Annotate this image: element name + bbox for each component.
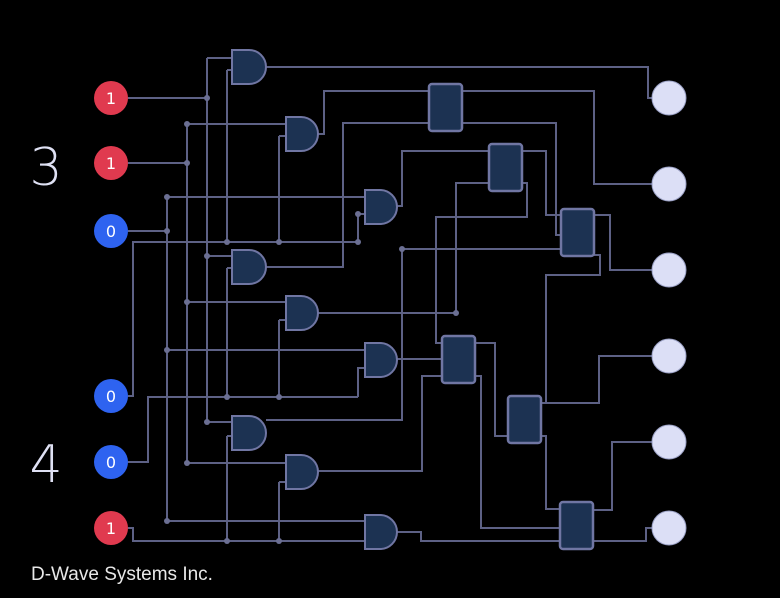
wire [318, 375, 443, 472]
junction-dot [355, 211, 361, 217]
and-gate [285, 116, 319, 152]
wire [397, 531, 562, 542]
output-bit-node[interactable] [651, 252, 687, 288]
and-gate [285, 295, 319, 331]
adder-block [559, 207, 596, 258]
input-bit-value: 1 [106, 519, 116, 538]
wires [128, 57, 654, 542]
junction-dots [164, 95, 459, 544]
wire [186, 123, 286, 464]
junction-dot [164, 347, 170, 353]
wire [475, 375, 562, 529]
junction-dot [355, 239, 361, 245]
wire [397, 150, 489, 207]
input-bit-node[interactable] [94, 511, 128, 545]
and-gates [231, 49, 398, 550]
adder-block [487, 142, 524, 193]
wire [594, 441, 654, 511]
wire [462, 90, 654, 185]
wire [540, 355, 654, 404]
junction-dot [276, 239, 282, 245]
input-bit-node[interactable] [94, 146, 128, 180]
junction-dot [224, 538, 230, 544]
wire [128, 213, 365, 397]
adder-block [558, 500, 595, 551]
wire [278, 135, 286, 242]
adder-block [440, 334, 477, 385]
wire [266, 66, 654, 99]
output-bit-node[interactable] [651, 424, 687, 460]
wire [540, 435, 562, 510]
wire [435, 182, 528, 344]
wire [266, 122, 429, 268]
operand-a-label: 3 [29, 138, 62, 198]
junction-dot [184, 460, 190, 466]
input-bit-value: 0 [106, 453, 116, 472]
junction-dot [164, 518, 170, 524]
and-gate [231, 49, 267, 85]
junction-dot [164, 228, 170, 234]
junction-dot [184, 299, 190, 305]
wire [266, 249, 403, 421]
wire [128, 367, 365, 463]
wire [128, 527, 365, 542]
adder-block [506, 394, 543, 445]
wire [594, 527, 654, 542]
wire [508, 254, 601, 404]
junction-dot [204, 95, 210, 101]
wire [207, 255, 232, 423]
output-bit-node[interactable] [651, 166, 687, 202]
junction-dot [184, 121, 190, 127]
and-gate [231, 415, 267, 451]
junction-dot [276, 538, 282, 544]
wire [226, 435, 232, 541]
input-bit-node[interactable] [94, 379, 128, 413]
wire [226, 267, 232, 397]
adders [427, 82, 596, 551]
output-bit-node[interactable] [651, 80, 687, 116]
output-bit-node[interactable] [651, 338, 687, 374]
and-gate [364, 189, 398, 225]
input-bit-node[interactable] [94, 81, 128, 115]
wire [521, 150, 562, 216]
wire [475, 342, 508, 437]
junction-dot [224, 239, 230, 245]
junction-dot [184, 160, 190, 166]
junction-dot [204, 419, 210, 425]
wire [166, 196, 365, 522]
junction-dot [453, 310, 459, 316]
credit-text: D-Wave Systems Inc. [31, 564, 213, 585]
wire [226, 69, 232, 242]
input-bit-value: 0 [106, 387, 116, 406]
input-bits-a: 1 1 0 [94, 81, 128, 248]
wire [278, 319, 286, 397]
junction-dot [224, 394, 230, 400]
junction-dot [164, 194, 170, 200]
junction-dot [399, 246, 405, 252]
input-bit-node[interactable] [94, 445, 128, 479]
junction-dot [276, 394, 282, 400]
and-gate [364, 514, 398, 550]
input-bit-value: 0 [106, 222, 116, 241]
adder-block [427, 82, 464, 133]
and-gate [364, 342, 398, 378]
input-bit-value: 1 [106, 154, 116, 173]
wire [462, 122, 562, 236]
output-bit-node[interactable] [651, 510, 687, 546]
wire [206, 57, 232, 422]
wire [278, 481, 286, 541]
wire [402, 214, 654, 271]
and-gate [285, 454, 319, 490]
wire [318, 90, 429, 135]
output-bits [651, 80, 687, 546]
input-bits-b: 0 0 1 [94, 379, 128, 545]
input-bit-value: 1 [106, 89, 116, 108]
junction-dot [204, 253, 210, 259]
operand-b-label: 4 [29, 435, 62, 495]
and-gate [231, 249, 267, 285]
input-bit-node[interactable] [94, 214, 128, 248]
